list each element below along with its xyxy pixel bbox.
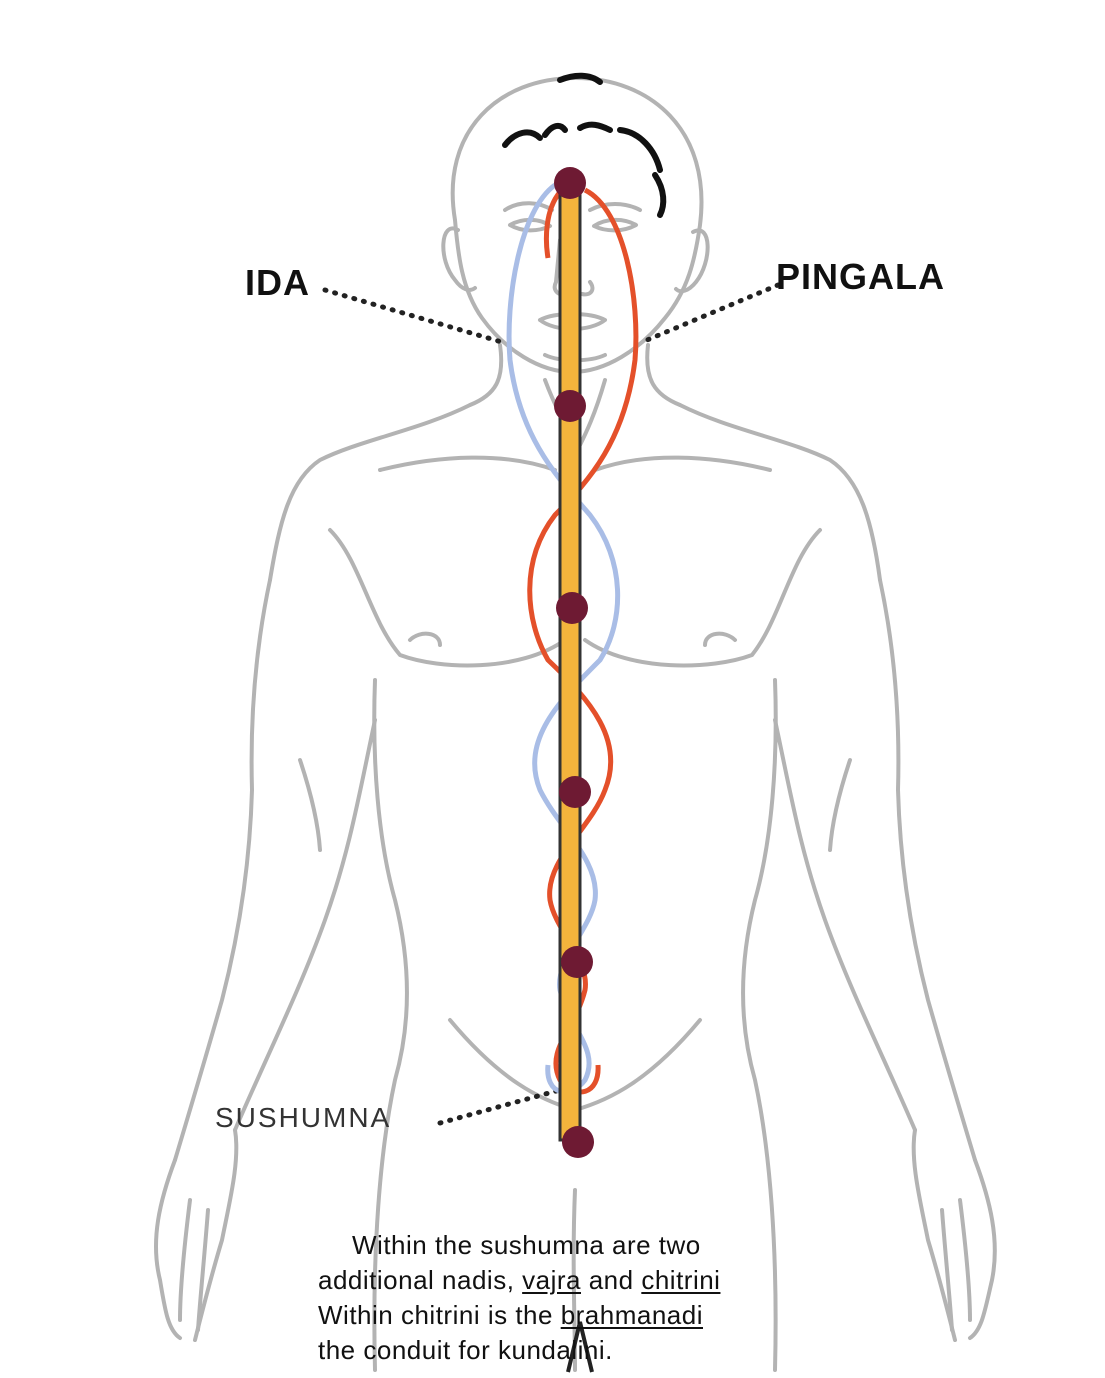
ida-label: IDA bbox=[245, 262, 310, 303]
chakra-heart bbox=[556, 592, 588, 624]
chakra-throat bbox=[554, 390, 586, 422]
caption-line-1: Within the sushumna are two bbox=[352, 1230, 701, 1260]
ida-connector bbox=[322, 287, 508, 346]
pingala-connector bbox=[637, 282, 781, 346]
term-brahmanadi: brahmanadi bbox=[560, 1300, 703, 1330]
chakra-root bbox=[562, 1126, 594, 1158]
chakra-sacral bbox=[561, 946, 593, 978]
term-chitrini: chitrini bbox=[641, 1265, 721, 1295]
term-vajra: vajra bbox=[522, 1265, 581, 1295]
caption-line-2: additional nadis, vajra and chitrini bbox=[318, 1265, 721, 1295]
sushumna-channel bbox=[558, 183, 582, 1142]
label-connectors bbox=[322, 282, 781, 1126]
caption-line-3: Within chitrini is the brahmanadi bbox=[318, 1300, 703, 1330]
caption-text: Within the sushumna are two additional n… bbox=[318, 1228, 878, 1368]
caption-line-4: the conduit for kundalini. bbox=[318, 1335, 613, 1365]
hair-strokes bbox=[502, 72, 667, 218]
sushumna-label: SUSHUMNA bbox=[215, 1102, 392, 1133]
arrow-up-icon bbox=[566, 1321, 594, 1373]
chakra-solar-plexus bbox=[559, 776, 591, 808]
pingala-label: PINGALA bbox=[776, 256, 945, 297]
chakra-points bbox=[554, 167, 594, 1158]
chakra-crown bbox=[554, 167, 586, 199]
